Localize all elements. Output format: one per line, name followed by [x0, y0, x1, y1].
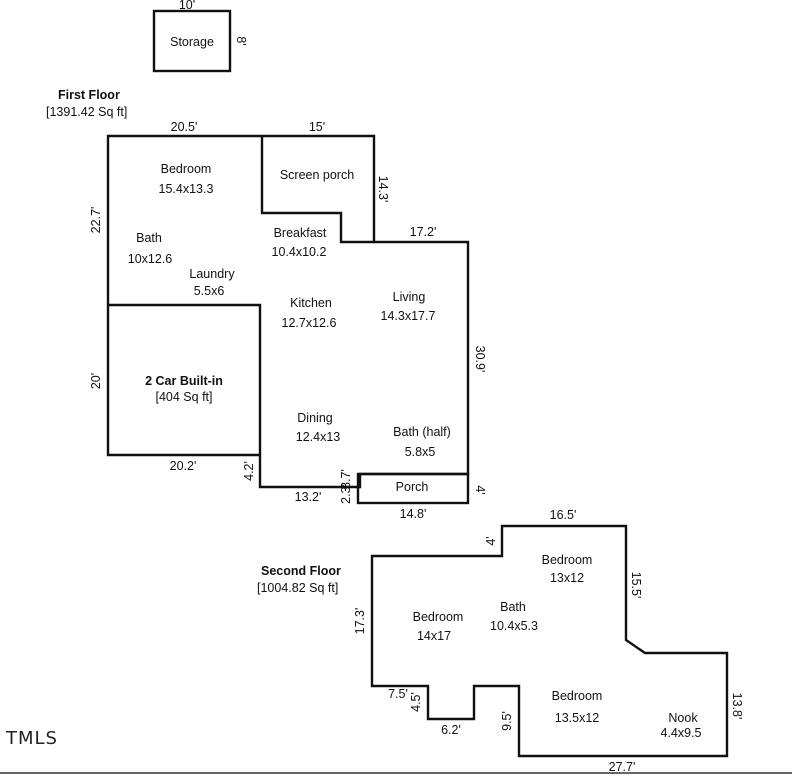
dim2-inner-left: 9.5' — [500, 711, 514, 731]
dim2-notch-bottom: 6.2' — [441, 723, 461, 737]
storage-label: Storage — [170, 35, 214, 49]
dim2-left: 17.3' — [353, 608, 367, 635]
second-floor-area: [1004.82 Sq ft] — [257, 581, 338, 595]
room-kitchen-size: 12.7x12.6 — [282, 316, 337, 330]
dim-porch-depth: 4' — [473, 485, 487, 494]
room2-bath-name: Bath — [500, 600, 526, 614]
garage-walls — [108, 303, 262, 455]
first-floor-title: First Floor — [58, 88, 120, 102]
dim-top-left: 20.5' — [171, 120, 198, 134]
second-floor-outline — [370, 524, 729, 758]
room2-bath-size: 10.4x5.3 — [490, 619, 538, 633]
dim-living-top: 17.2' — [410, 225, 437, 239]
dim-bottom-garage: 20.2' — [170, 459, 197, 473]
screen-porch-walls — [260, 136, 374, 244]
room-breakfast-name: Breakfast — [274, 226, 327, 240]
room2-bedroom-bottom-name: Bedroom — [552, 689, 603, 703]
room-half-bath-name: Bath (half) — [393, 425, 451, 439]
room-half-bath-size: 5.8x5 — [405, 445, 436, 459]
room2-nook-name: Nook — [668, 711, 698, 725]
room2-bedroom-left-name: Bedroom — [413, 610, 464, 624]
dim2-right-upper: 15.5' — [629, 572, 643, 599]
room2-bedroom-top-size: 13x12 — [550, 571, 584, 585]
room-bath-1-name: Bath — [136, 231, 162, 245]
room-bath-1-size: 10x12.6 — [128, 252, 173, 266]
dim2-step-top: 4' — [484, 536, 498, 545]
room2-nook-size: 4.4x9.5 — [660, 726, 701, 740]
dim-porch-step-b: 3.7' — [339, 469, 353, 489]
dim2-notch-depth: 4.5' — [409, 692, 423, 712]
dim-left-upper: 22.7' — [89, 207, 103, 234]
room-garage-name: 2 Car Built-in — [145, 374, 223, 388]
first-floor-area: [1391.42 Sq ft] — [46, 105, 127, 119]
room2-bedroom-left-size: 14x17 — [417, 629, 451, 643]
room-screen-porch-name: Screen porch — [280, 168, 354, 182]
dim-bottom-dining: 13.2' — [295, 490, 322, 504]
room2-bedroom-bottom-size: 13.5x12 — [555, 711, 600, 725]
dim-porch-step-a: 2.3' — [339, 484, 353, 504]
room-living-name: Living — [393, 290, 426, 304]
bottom-divider — [0, 772, 792, 774]
storage-depth-dimension: 8' — [234, 36, 248, 45]
tmls-watermark-logo: TMLS — [6, 728, 58, 749]
storage-width-dimension: 10' — [179, 0, 195, 12]
storage-outline — [152, 9, 232, 73]
dim2-right-lower: 13.8' — [730, 693, 744, 720]
room-kitchen-name: Kitchen — [290, 296, 332, 310]
room-bedroom-1-size: 15.4x13.3 — [159, 182, 214, 196]
room-porch-name: Porch — [396, 480, 429, 494]
room-laundry-name: Laundry — [189, 267, 235, 281]
second-floor-title: Second Floor — [261, 564, 341, 578]
dim-porch-right: 14.3' — [376, 176, 390, 203]
room-bedroom-1-name: Bedroom — [161, 162, 212, 176]
room-breakfast-size: 10.4x10.2 — [272, 245, 327, 259]
room2-bedroom-top-name: Bedroom — [542, 553, 593, 567]
room-living-size: 14.3x17.7 — [381, 309, 436, 323]
dim2-bottom: 27.7' — [609, 760, 636, 774]
dim-left-garage: 20' — [89, 373, 103, 389]
dim-porch-width: 14.8' — [400, 507, 427, 521]
porch-outline — [356, 472, 470, 505]
dim-right: 30.9' — [473, 346, 487, 373]
room-dining-name: Dining — [297, 411, 332, 425]
dim2-notch-left: 7.5' — [388, 687, 408, 701]
room-garage-size: [404 Sq ft] — [156, 390, 213, 404]
room-dining-size: 12.4x13 — [296, 430, 341, 444]
dim-garage-step: 4.2' — [242, 461, 256, 481]
room-laundry-size: 5.5x6 — [194, 284, 225, 298]
dim-top-porch: 15' — [309, 120, 325, 134]
dim2-top: 16.5' — [550, 508, 577, 522]
